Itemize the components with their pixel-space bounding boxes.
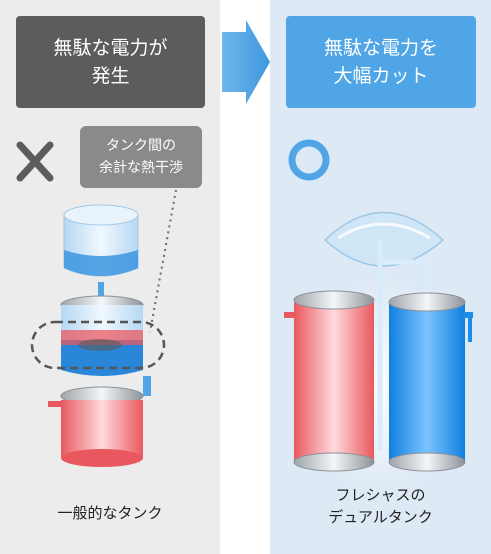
general-tank-caption: 一般的なタンク bbox=[57, 504, 163, 522]
circle-icon bbox=[288, 139, 330, 181]
cross-icon bbox=[16, 141, 54, 182]
general-tank bbox=[48, 204, 151, 467]
wasted-power-callout: 無駄な電力が 発生 bbox=[16, 16, 205, 108]
heat-interference-highlight bbox=[30, 320, 166, 370]
heat-interference-bubble: タンク間の 余計な熱干渉 bbox=[80, 126, 202, 188]
power-cut-callout: 無駄な電力を 大幅カット bbox=[286, 16, 476, 108]
callout-leader bbox=[149, 189, 177, 333]
transition-arrow bbox=[222, 20, 270, 104]
dual-tank bbox=[284, 211, 473, 496]
dual-tank-caption: フレシャスの デュアルタンク bbox=[328, 486, 433, 526]
